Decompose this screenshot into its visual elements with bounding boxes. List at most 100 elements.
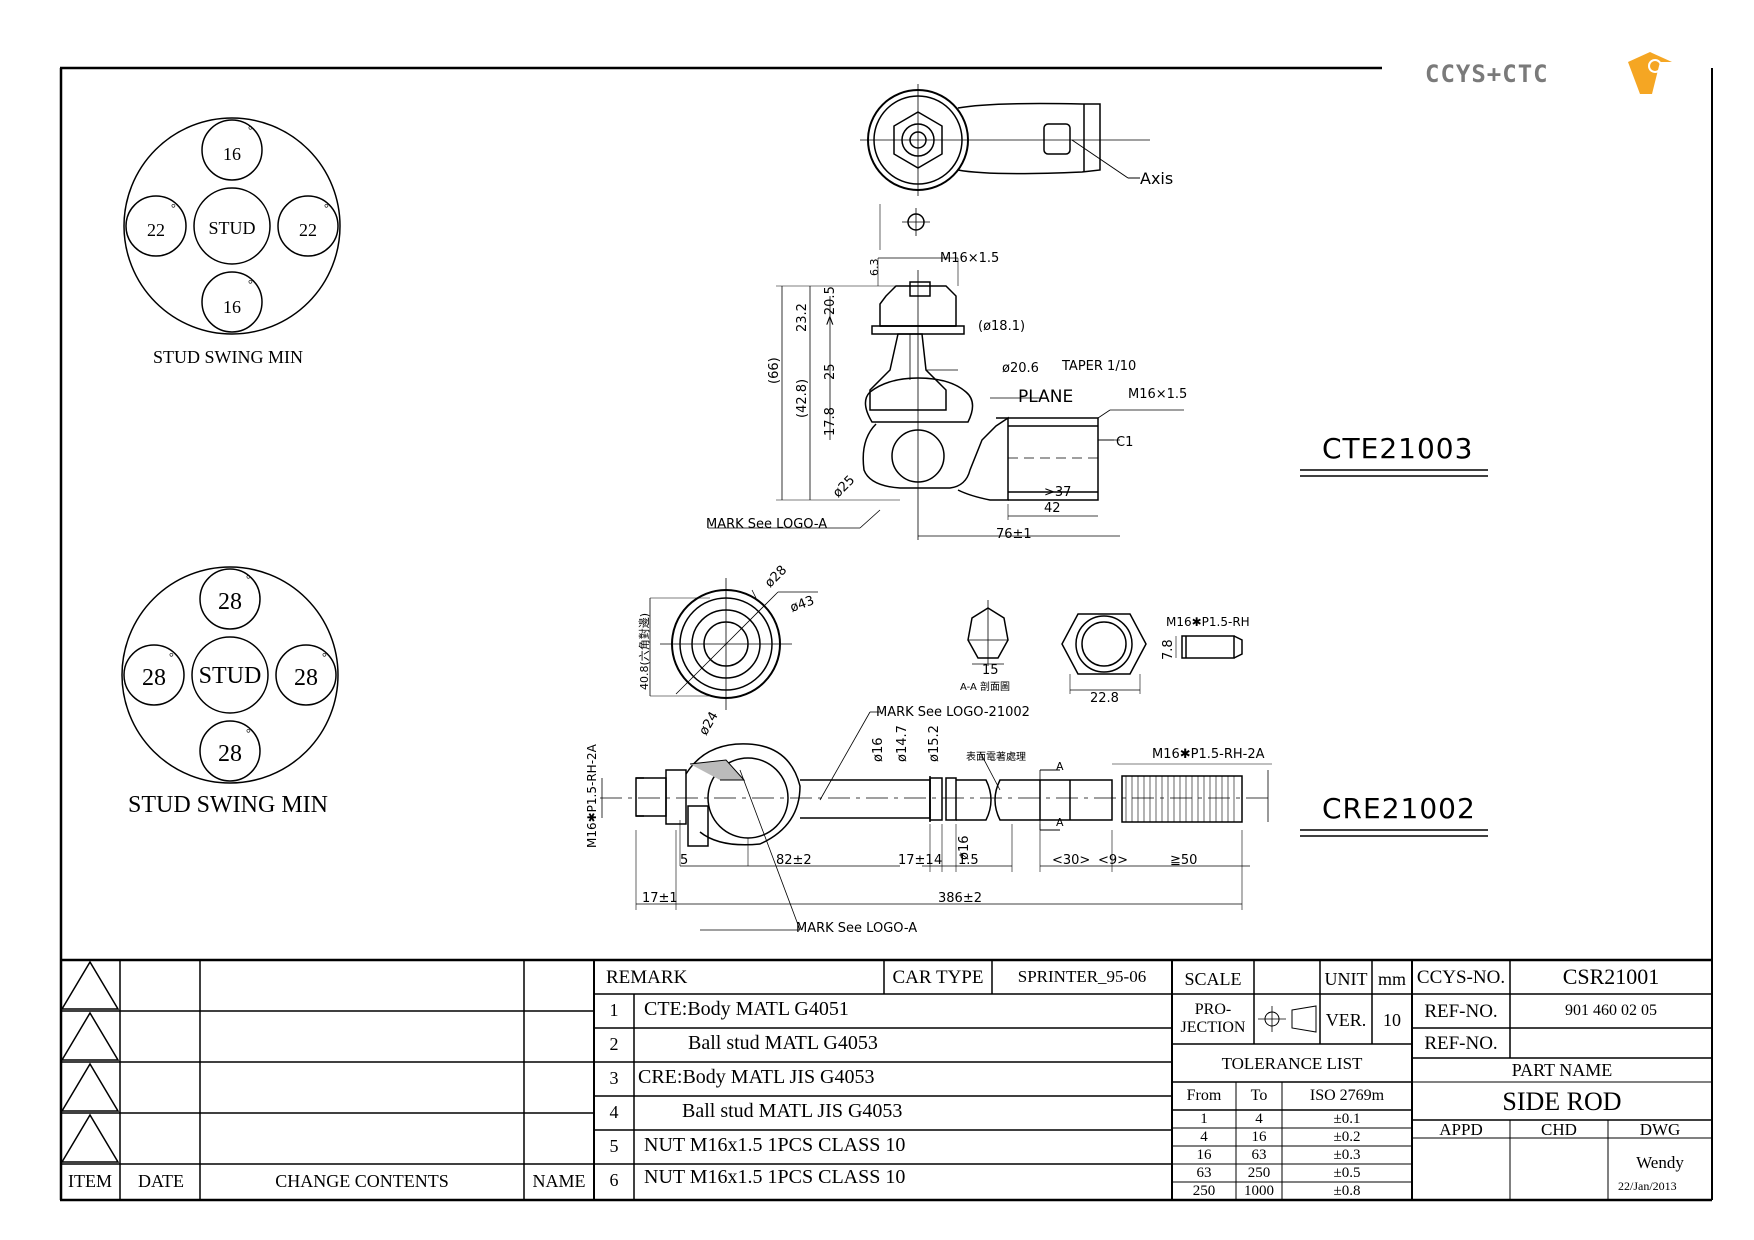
chd-label: CHD	[1541, 1120, 1577, 1139]
svg-text:°: °	[324, 201, 329, 215]
remark-header: REMARK	[606, 967, 688, 988]
remark-no-4: 4	[609, 1102, 619, 1122]
version-label: VER.	[1325, 1010, 1367, 1030]
cre-d16a: ø16	[871, 738, 886, 763]
cte-side-view	[708, 204, 1184, 540]
stud-swing-2-bottom: 28	[218, 741, 242, 767]
remark-no-6: 6	[609, 1170, 619, 1190]
projection-label-1: PRO-	[1194, 1001, 1232, 1018]
cte-v178: 17.8	[823, 407, 838, 436]
tol-row-1-from: 1	[1200, 1111, 1208, 1127]
tol-header-to: To	[1250, 1087, 1268, 1104]
ref-no-label-2: REF-NO.	[1424, 1033, 1498, 1054]
cte-c1: C1	[1116, 435, 1133, 450]
tol-header-iso: ISO 2769m	[1309, 1087, 1385, 1104]
cte-v25: 25	[823, 363, 838, 380]
ref-no-value-1: 901 460 02 05	[1565, 1002, 1657, 1019]
cre-d15: 1.5	[958, 853, 979, 868]
version-value: 10	[1383, 1010, 1401, 1030]
cre-d9: <9>	[1098, 853, 1128, 868]
tol-header-from: From	[1186, 1087, 1222, 1104]
tolerance-title: TOLERANCE LIST	[1221, 1054, 1363, 1073]
cte-v66: (66)	[767, 357, 782, 384]
part-name-label: PART NAME	[1511, 1060, 1613, 1080]
tol-row-5-from: 250	[1192, 1183, 1216, 1199]
cre-part-number-block: CRE21002	[1300, 792, 1488, 837]
cre-d152: ø15.2	[927, 725, 942, 762]
rev-header-change: CHANGE CONTENTS	[275, 1171, 449, 1191]
cre-d4: 4	[934, 853, 942, 868]
cte-d76: 76±1	[996, 527, 1032, 542]
car-type-value: SPRINTER_95-06	[1017, 967, 1147, 986]
stud-swing-2-caption: STUD SWING MIN	[128, 792, 328, 818]
cre-d386: 386±2	[938, 891, 982, 906]
remark-no-1: 1	[609, 1000, 619, 1020]
stud-swing-1-bottom: 16	[223, 297, 241, 317]
part-name-value: SIDE ROD	[1502, 1087, 1622, 1116]
svg-text:°: °	[246, 726, 251, 740]
stud-swing-2-top: 28	[218, 589, 242, 615]
stud-swing-2-left: 28	[142, 665, 166, 691]
drawing-date: 22/Jan/2013	[1618, 1179, 1677, 1193]
cte-d37: >37	[1044, 485, 1071, 500]
cre-sec-a-bottom: A	[1056, 816, 1064, 829]
cre-mark-a: MARK See LOGO-A	[796, 921, 917, 936]
unit-value: mm	[1377, 969, 1406, 989]
cte-ball-d25: ø25	[830, 473, 858, 501]
cte-top-view	[860, 84, 1150, 196]
cre-d147: ø14.7	[895, 725, 910, 762]
cre-part-no: CRE21002	[1322, 792, 1476, 825]
stud-swing-1-caption: STUD SWING MIN	[153, 347, 303, 367]
cre-d30: <30>	[1052, 853, 1090, 868]
stud-swing-1-right: 22	[299, 220, 317, 240]
car-type-label: CAR TYPE	[892, 967, 984, 988]
remark-text-3: CRE:Body MATL JIS G4053	[638, 1066, 875, 1088]
cre-d50: ≧50	[1170, 853, 1197, 868]
rev-header-date: DATE	[138, 1171, 184, 1191]
cte-part-number-block: CTE21003	[1300, 432, 1488, 477]
rev-header-item: ITEM	[68, 1171, 112, 1191]
cre-nut-view	[1061, 613, 1243, 694]
title-block-grid	[60, 958, 1712, 1200]
cte-thread-side: M16×1.5	[1128, 387, 1187, 402]
tol-row-3-value: ±0.3	[1333, 1147, 1361, 1163]
ccys-no-label: CCYS-NO.	[1416, 967, 1506, 988]
stud-swing-2-right: 28	[294, 665, 318, 691]
remark-text-1: CTE:Body MATL G4051	[644, 998, 849, 1020]
cte-thread-top: M16×1.5	[940, 251, 999, 266]
remark-text-4: Ball stud MATL JIS G4053	[682, 1100, 903, 1122]
cte-v63: 6.3	[868, 259, 881, 277]
remark-text-5: NUT M16x1.5 1PCS CLASS 10	[644, 1134, 906, 1156]
tol-row-5-to: 1000	[1244, 1183, 1274, 1199]
drawer-name: Wendy	[1636, 1153, 1684, 1172]
cre-mark-logo: MARK See LOGO-21002	[876, 705, 1030, 720]
cre-surface: 表面電著處理	[966, 750, 1026, 763]
cre-d5: 5	[680, 853, 688, 868]
cre-d17b: 17±1	[642, 891, 678, 906]
cte-v232: 23.2	[795, 303, 810, 332]
cre-thread-small: M16✱P1.5-RH	[1166, 615, 1250, 629]
stud-swing-1-center: STUD	[208, 218, 255, 238]
cre-s15: 15	[982, 663, 999, 678]
svg-text:°: °	[171, 201, 176, 215]
projection-label-2: JECTION	[1180, 1019, 1246, 1036]
remark-text-6: NUT M16x1.5 1PCS CLASS 10	[644, 1166, 906, 1188]
tol-row-4-value: ±0.5	[1333, 1165, 1361, 1181]
stud-swing-diagram-1	[123, 117, 341, 335]
tol-row-3-from: 16	[1196, 1147, 1212, 1163]
remark-no-5: 5	[609, 1136, 619, 1156]
tol-row-1-value: ±0.1	[1333, 1111, 1361, 1127]
cre-thread-left: M16✱P1.5-RH-2A	[585, 743, 599, 848]
remark-text-2: Ball stud MATL G4053	[688, 1032, 878, 1054]
cre-thread-right: M16✱P1.5-RH-2A	[1152, 747, 1265, 762]
cre-d82: 82±2	[776, 853, 812, 868]
cte-v205: >20.5	[823, 286, 838, 326]
cre-d24: ø24	[696, 709, 721, 738]
cre-sec-a-top: A	[1056, 760, 1064, 773]
svg-text:°: °	[248, 277, 253, 291]
cte-axis-label: Axis	[1140, 169, 1173, 188]
appd-label: APPD	[1439, 1120, 1483, 1139]
tol-row-2-to: 16	[1251, 1129, 1267, 1145]
cte-plane: PLANE	[1018, 387, 1073, 407]
